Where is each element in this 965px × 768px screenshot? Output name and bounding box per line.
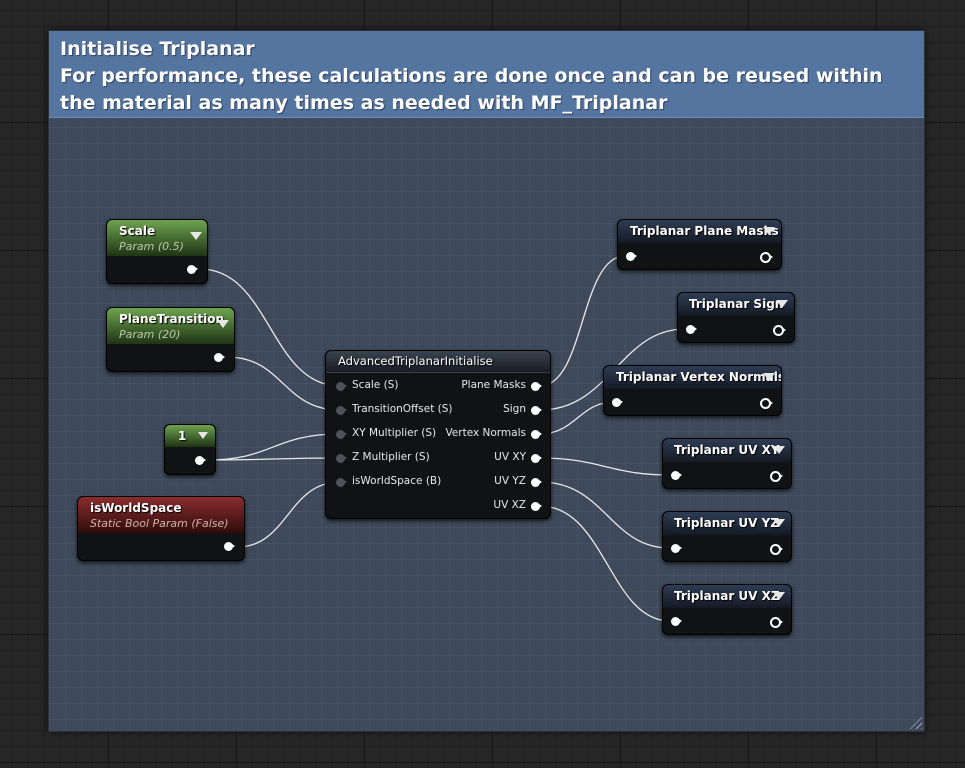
node-header [107,308,234,344]
collapse-arrow-icon[interactable] [190,232,202,240]
node-header [326,351,550,373]
node-title: PlaneTransition [119,312,225,326]
collapse-arrow-icon[interactable] [773,446,785,454]
wire-constant-xy [206,433,341,461]
output-pin[interactable] [760,398,773,409]
node-header [678,293,794,316]
output-pin-plane-masks[interactable] [531,382,542,391]
node-title: Triplanar Vertex Normals [616,370,782,384]
constant-node[interactable]: 1 [164,424,216,475]
wire-scale [199,268,341,387]
reroute-vertex-normals-node[interactable]: Triplanar Vertex Normals [603,365,782,416]
input-pin[interactable] [671,617,682,626]
output-pin-sign[interactable] [531,406,542,415]
node-subtitle: Param (0.5) [119,240,184,253]
wire-constant-z [206,457,341,461]
reroute-uv-xy-node[interactable]: Triplanar UV XY [662,438,792,489]
output-pin[interactable] [770,544,783,555]
collapse-arrow-icon[interactable] [217,320,229,328]
output-pin[interactable] [770,471,783,482]
input-pin[interactable] [671,544,682,553]
is-world-space-param-node[interactable]: isWorldSpace Static Bool Param (False) [77,496,245,561]
reroute-sign-node[interactable]: Triplanar Sign [677,292,795,343]
node-title: Triplanar Plane Masks [630,224,779,238]
scale-param-node[interactable]: Scale Param (0.5) [106,219,208,284]
node-header [663,439,791,462]
output-pin[interactable] [760,252,773,263]
output-pin-vertex-normals[interactable] [531,430,542,439]
input-pin-transition-offset[interactable] [336,406,347,415]
output-pin[interactable] [770,617,783,628]
wire-uv-xz [539,505,671,622]
plane-transition-param-node[interactable]: PlaneTransition Param (20) [106,307,235,372]
node-header [663,585,791,608]
input-pin[interactable] [686,325,697,334]
node-title: Triplanar Sign [689,297,784,311]
input-label: Scale (S) [352,379,399,391]
wire-uv-yz [539,481,671,549]
node-title: Triplanar UV YZ [674,516,780,530]
collapse-arrow-icon[interactable] [763,227,775,235]
output-label: UV XY [494,451,526,463]
input-label: isWorldSpace (B) [352,475,442,487]
node-header [663,512,791,535]
node-title: Scale [119,224,156,238]
node-subtitle: Static Bool Param (False) [90,517,229,530]
advanced-triplanar-initialise-node[interactable]: AdvancedTriplanarInitialise Scale (S) Tr… [325,350,551,519]
node-header [78,497,244,533]
input-pin-scale[interactable] [336,382,347,391]
node-subtitle: Param (20) [119,328,181,341]
input-pin-z-multiplier[interactable] [336,454,347,463]
collapse-arrow-icon[interactable] [773,592,785,600]
output-pin[interactable] [195,456,206,465]
constant-value: 1 [178,429,187,443]
output-pin[interactable] [224,542,235,551]
output-label: Sign [503,403,526,415]
node-header [165,425,215,447]
wire-is-world-space [236,481,341,548]
reroute-plane-masks-node[interactable]: Triplanar Plane Masks [617,219,782,270]
collapse-arrow-icon[interactable] [763,373,775,381]
reroute-uv-xz-node[interactable]: Triplanar UV XZ [662,584,792,635]
output-label: UV XZ [493,499,526,511]
input-pin-xy-multiplier[interactable] [336,430,347,439]
wire-plane-masks [539,255,626,387]
collapse-arrow-icon[interactable] [198,432,208,439]
input-pin-is-world-space[interactable] [336,478,347,487]
output-pin[interactable] [187,265,198,274]
output-pin-uv-xy[interactable] [531,454,542,463]
node-title: Triplanar UV XY [674,443,780,457]
wire-uv-xy [539,457,671,476]
node-title: Triplanar UV XZ [674,589,780,603]
wire-plane-transition [226,356,341,411]
output-pin-uv-yz[interactable] [531,478,542,487]
input-pin[interactable] [626,252,637,261]
comment-title: Initialise Triplanar For performance, th… [60,38,883,114]
output-pin-uv-xz[interactable] [531,502,542,511]
input-pin[interactable] [671,471,682,480]
node-title: AdvancedTriplanarInitialise [338,354,493,368]
collapse-arrow-icon[interactable] [776,300,788,308]
collapse-arrow-icon[interactable] [773,519,785,527]
comment-header[interactable]: Initialise Triplanar For performance, th… [49,31,924,118]
node-title: isWorldSpace [90,501,182,515]
node-header [618,220,781,243]
input-label: TransitionOffset (S) [352,403,453,415]
input-label: Z Multiplier (S) [352,451,430,463]
reroute-uv-yz-node[interactable]: Triplanar UV YZ [662,511,792,562]
output-pin[interactable] [214,353,225,362]
input-pin[interactable] [612,398,623,407]
node-header [604,366,781,389]
output-label: UV YZ [494,475,526,487]
output-label: Plane Masks [461,379,526,391]
output-label: Vertex Normals [445,427,526,439]
output-pin[interactable] [773,325,786,336]
input-label: XY Multiplier (S) [352,427,437,439]
